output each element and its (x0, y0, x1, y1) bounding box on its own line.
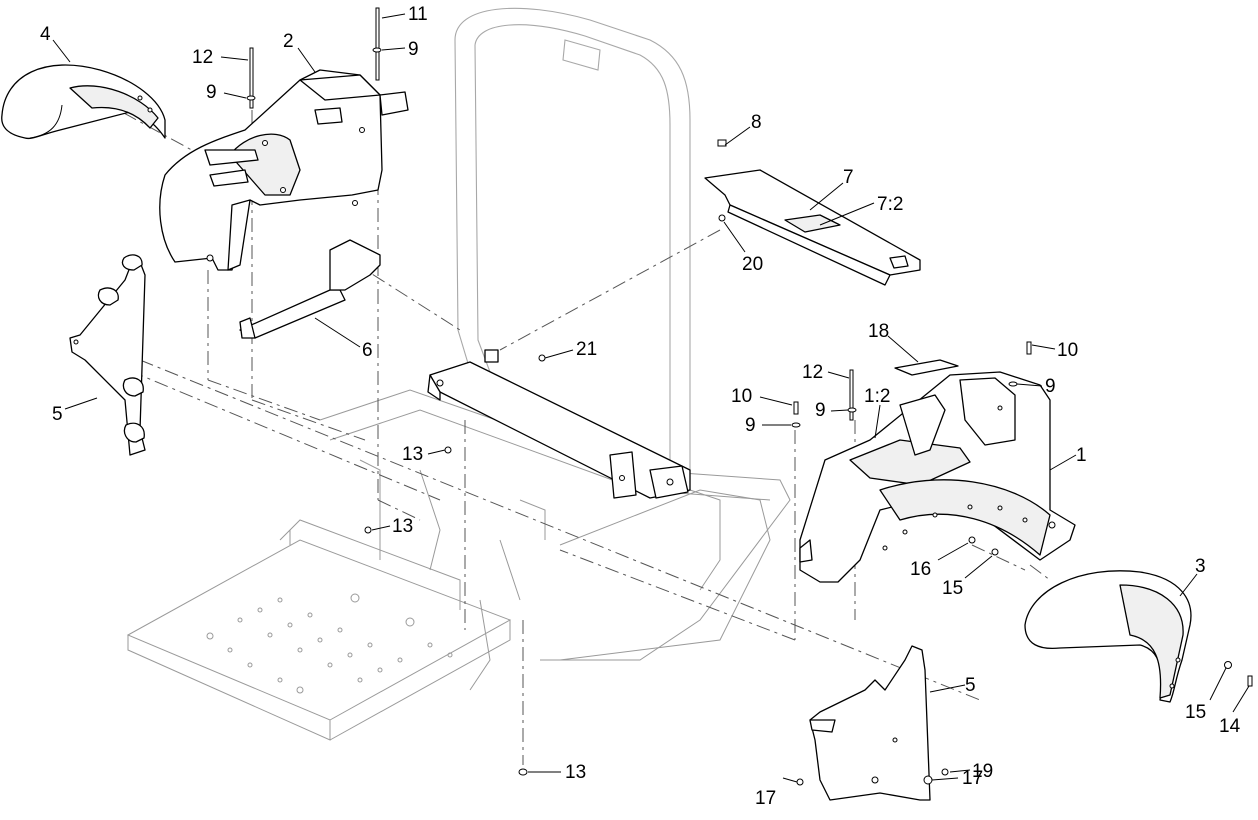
callout-label: 14 (1219, 716, 1241, 737)
callout-label: 9 (206, 82, 217, 103)
callout-label: 12 (192, 47, 213, 68)
left-shroud-part-2 (159, 69, 409, 271)
platform-holes (206, 593, 453, 694)
callout-label: 12 (802, 362, 823, 383)
washer-15-lower (1224, 661, 1232, 669)
callout-label: 16 (910, 559, 931, 580)
screw-shroud (352, 200, 358, 206)
right-side-bracket-part-5 (809, 645, 931, 801)
seat-plate-part-7 (704, 169, 921, 286)
callout-label: 5 (52, 404, 63, 425)
screw-17-upper (796, 778, 804, 786)
washer-9-left (246, 95, 256, 101)
hardware (246, 7, 1253, 786)
callout-label: 1 (1076, 445, 1087, 466)
callout-label: 19 (972, 761, 993, 782)
washer-15-upper (991, 548, 999, 556)
tractor-frame-ghost (319, 389, 791, 661)
callout-label: 6 (362, 340, 373, 361)
bolt-12-left (249, 47, 254, 109)
callout-label: 2 (283, 31, 294, 52)
callout-labels: 4 12 2 11 9 9 8 7 7:2 20 6 21 18 10 12 9… (40, 4, 1241, 809)
washer-9-right (847, 407, 857, 413)
bolt-10-right (1026, 341, 1032, 355)
callout-label: 11 (408, 4, 428, 25)
callout-label: 3 (1195, 556, 1206, 577)
bolt-12-right (849, 369, 854, 421)
pad-part-18 (894, 359, 959, 376)
callout-label: 9 (815, 400, 826, 421)
callout-label: 4 (40, 24, 51, 45)
callout-label: 10 (1057, 340, 1078, 361)
callout-label: 7 (843, 167, 854, 188)
callout-label: 1:2 (864, 386, 890, 407)
callout-label: 10 (731, 386, 752, 407)
callout-label: 18 (868, 321, 889, 342)
callout-label: 13 (402, 444, 423, 465)
nut-21 (538, 354, 546, 362)
callout-label: 17 (962, 768, 983, 789)
callout-label: 9 (1045, 376, 1056, 397)
bolt-14 (1247, 675, 1253, 687)
callout-label: 20 (742, 254, 763, 275)
nut-19 (941, 768, 949, 776)
callout-label: 13 (565, 762, 586, 783)
callout-label: 7:2 (877, 194, 903, 215)
washer-9-middle (791, 422, 801, 428)
callout-label: 8 (751, 112, 762, 133)
bolt-11 (375, 7, 380, 81)
right-shroud-part-1 (799, 371, 1076, 583)
foot-platform (126, 519, 512, 741)
callout-leaders (52, 13, 1250, 783)
screw-17-lower (923, 775, 933, 785)
washer-9-top (372, 47, 382, 53)
left-side-bracket-part-5 (69, 254, 146, 456)
washer-9-far-right (1008, 381, 1018, 387)
left-bracket-part-6 (239, 239, 381, 339)
nut-20 (718, 214, 726, 222)
clip-8 (717, 139, 727, 147)
callout-label: 17 (755, 788, 776, 809)
seat-support-bar (427, 349, 691, 499)
callout-label: 15 (1185, 702, 1206, 723)
left-fender-part-4 (1, 64, 166, 140)
callout-label: 21 (576, 339, 597, 360)
callout-label: 15 (942, 578, 963, 599)
right-fender-part-3 (1024, 570, 1192, 703)
bolt-10-middle (793, 401, 799, 415)
washer-16 (968, 536, 976, 544)
nut-13-lower (518, 768, 528, 776)
callout-label: 9 (408, 39, 419, 60)
nut-13-middle (364, 526, 372, 534)
callout-label: 5 (965, 675, 976, 696)
callout-label: 13 (392, 516, 413, 537)
callout-label: 9 (745, 415, 756, 436)
nut-13-upper (444, 446, 452, 454)
